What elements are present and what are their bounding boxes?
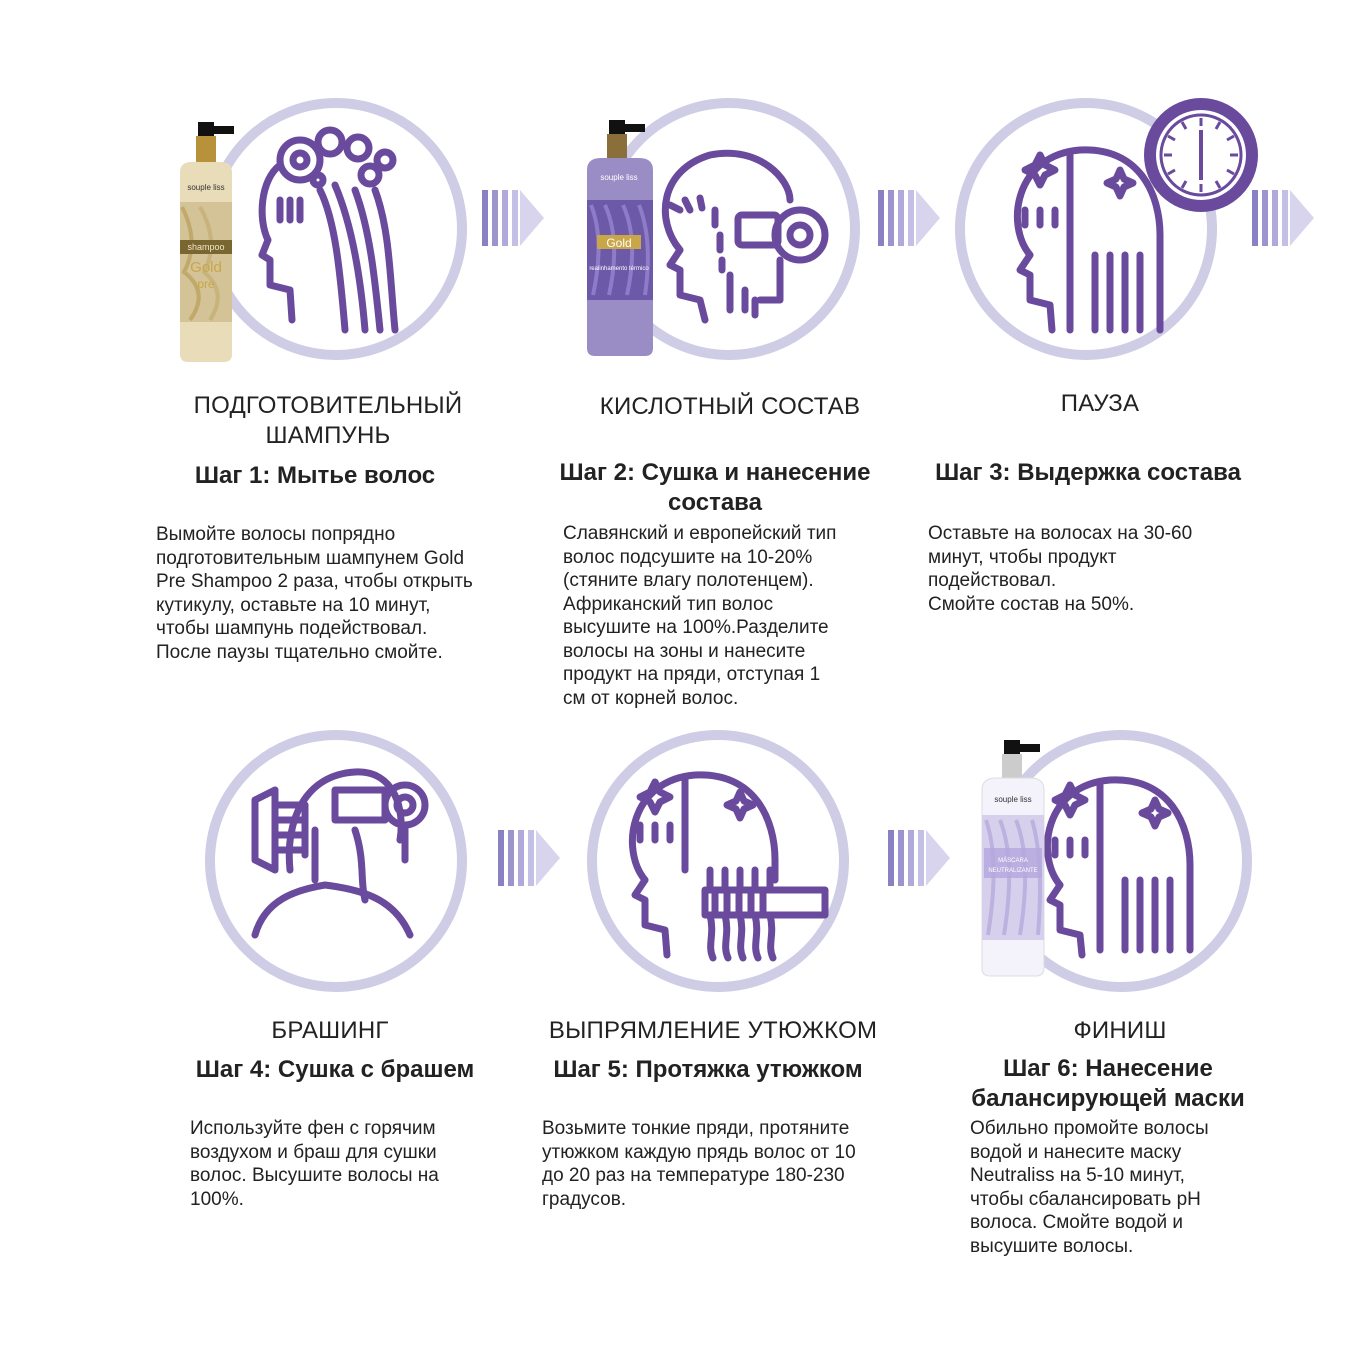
arrow-3-icon — [1252, 190, 1314, 246]
step-4-heading: Шаг 4: Сушка с брашем — [195, 1056, 475, 1083]
mask-bottle-image: souple liss MÁSCARA NEUTRALIZANTE — [981, 740, 1045, 977]
arrow-5-icon — [888, 830, 950, 886]
straight-hair-icon — [1044, 776, 1194, 959]
step-2-description: Славянский и европейский тип волос подсу… — [563, 523, 837, 709]
step-6-title: ФИНИШ — [1073, 1017, 1167, 1044]
step-3-title: ПАУЗА — [1060, 390, 1140, 417]
step-5-heading: Шаг 5: Протяжка утюжком — [553, 1056, 863, 1083]
step-2-title: КИСЛОТНЫЙ СОСТАВ — [599, 393, 861, 420]
washing-hair-icon — [258, 126, 399, 334]
step-5-description: Возьмите тонкие пряди, протяните утюжком… — [542, 1118, 856, 1210]
step-1-title: ПОДГОТОВИТЕЛЬНЫЙ ШАМПУНЬ — [193, 392, 463, 449]
step-4-title: БРАШИНГ — [271, 1017, 389, 1044]
svg-text:Gold: Gold — [190, 259, 222, 276]
step-1-heading: Шаг 1: Мытье волос — [194, 462, 436, 489]
step-6-heading: Шаг 6: Нанесение балансирующей маски — [971, 1055, 1245, 1112]
step-4-description: Используйте фен с горячим воздухом и бра… — [190, 1118, 439, 1210]
svg-text:realinhamento térmico: realinhamento térmico — [589, 266, 649, 272]
brushing-icon — [251, 768, 429, 939]
step-3-heading: Шаг 3: Выдержка состава — [935, 459, 1241, 486]
step-6-description: Обильно промойте волосы водой и нанесите… — [970, 1118, 1209, 1257]
acid-product-bottle-image: souple liss Gold realinhamento térmico — [587, 120, 653, 356]
svg-text:Gold: Gold — [606, 236, 631, 250]
step-3-description: Оставьте на волосах на 30-60 минут, чтоб… — [928, 523, 1193, 615]
svg-text:souple liss: souple liss — [600, 173, 637, 182]
step-1-description: Вымойте волосы попрядно подготовительным… — [156, 524, 473, 663]
svg-text:MÁSCARA: MÁSCARA — [998, 857, 1028, 864]
clock-icon — [1144, 98, 1258, 212]
arrow-2-icon — [878, 190, 940, 246]
svg-text:shampoo: shampoo — [187, 242, 224, 252]
flat-iron-icon — [629, 771, 829, 962]
arrow-1-icon — [482, 190, 544, 246]
svg-text:pre: pre — [197, 277, 215, 291]
shampoo-bottle-image: souple liss shampoo Gold pre — [180, 122, 234, 362]
head-sparkle-icon — [1014, 146, 1164, 334]
hair-dryer-icon — [661, 149, 829, 324]
svg-text:souple liss: souple liss — [994, 795, 1031, 804]
arrow-4-icon — [498, 830, 560, 886]
step-5-title: ВЫПРЯМЛЕНИЕ УТЮЖКОМ — [548, 1017, 878, 1044]
svg-text:souple liss: souple liss — [187, 183, 224, 192]
svg-text:NEUTRALIZANTE: NEUTRALIZANTE — [988, 868, 1037, 874]
step-2-heading: Шаг 2: Сушка и нанесение состава — [559, 459, 871, 516]
